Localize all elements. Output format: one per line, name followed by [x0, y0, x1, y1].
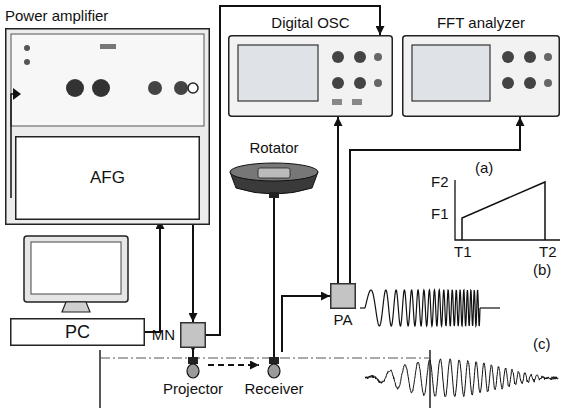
- projector-hydrophone: Projector: [178, 352, 208, 378]
- plot-label: (a): [474, 160, 494, 177]
- monitor: [24, 236, 128, 312]
- plot-label: F1: [430, 206, 450, 223]
- fft-analyzer: FFT analyzer: [402, 35, 560, 117]
- power-amplifier: Power amplifierAFG: [5, 28, 210, 225]
- tank-wall: [100, 350, 430, 408]
- frequency-sweep-plot: [455, 180, 560, 240]
- plot-label: T1: [453, 244, 473, 261]
- signal-wire: [282, 296, 330, 352]
- matching-network: MN: [180, 322, 206, 348]
- node-label: MN: [152, 326, 175, 343]
- signal-wire: [192, 348, 194, 352]
- afg-module: AFG: [15, 136, 200, 220]
- baseline: [480, 307, 500, 308]
- projector-hydrophone-outline: [178, 352, 208, 378]
- baseline: [360, 307, 365, 308]
- signal-wire: [273, 198, 275, 352]
- receiver-hydrophone: Receiver: [259, 352, 289, 378]
- node-label: Digital OSC: [271, 14, 349, 31]
- node-label: Projector: [163, 380, 223, 397]
- preamplifier: PA: [330, 283, 356, 309]
- rotator-outline: [228, 160, 320, 198]
- rotator: Rotator: [228, 160, 320, 198]
- plot-label: T2: [538, 244, 558, 261]
- signal-wire: [208, 364, 259, 366]
- preamplifier-outline: [330, 283, 356, 309]
- plot-label: F2: [430, 174, 450, 191]
- oscilloscope: Digital OSC: [228, 35, 393, 117]
- signal-wire: [192, 225, 194, 322]
- oscilloscope-outline: [228, 35, 393, 117]
- signal-wire: [350, 117, 520, 283]
- plot-label: (c): [532, 336, 552, 353]
- receiver-hydrophone-outline: [259, 352, 289, 378]
- signal-wire: [145, 220, 160, 332]
- pc-box: PC: [10, 318, 145, 346]
- chirp-signal: [365, 290, 480, 326]
- node-label: PA: [334, 311, 353, 328]
- node-label: AFG: [90, 168, 125, 188]
- node-label: FFT analyzer: [437, 14, 525, 31]
- node-label: Power amplifier: [5, 7, 108, 24]
- fft-analyzer-outline: [402, 35, 560, 117]
- matching-network-outline: [180, 322, 206, 348]
- node-label: Rotator: [249, 139, 298, 156]
- node-label: Receiver: [244, 380, 303, 397]
- water-line: [100, 358, 430, 359]
- received-signal: [365, 359, 558, 397]
- signal-wire: [337, 117, 339, 283]
- node-label: PC: [65, 322, 90, 343]
- plot-label: (b): [532, 262, 552, 279]
